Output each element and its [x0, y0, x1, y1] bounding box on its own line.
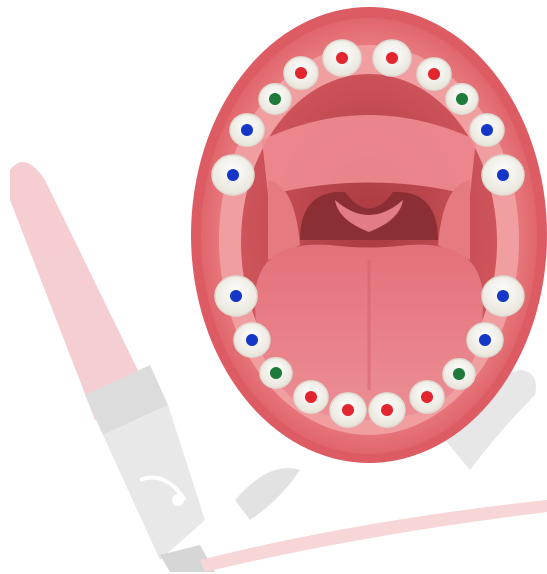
lower-left-second-molar-blue-dot	[230, 290, 242, 302]
upper-left-canine-green-dot	[269, 93, 281, 105]
upper-right-second-molar-blue-dot	[497, 169, 509, 181]
upper-right-central-incisor-red-dot	[386, 52, 398, 64]
upper-left-lateral-incisor-red-dot	[295, 67, 307, 79]
open-mouth-illustration-icon	[191, 7, 547, 463]
lower-right-canine-green-dot	[453, 368, 465, 380]
upper-left-central-incisor-red-dot	[336, 52, 348, 64]
lower-right-central-incisor-red-dot	[381, 404, 393, 416]
upper-right-lateral-incisor-red-dot	[428, 68, 440, 80]
upper-left-second-molar-blue-dot	[227, 169, 239, 181]
lower-left-canine-green-dot	[270, 367, 282, 379]
lower-right-second-molar-blue-dot	[497, 290, 509, 302]
upper-right-canine-green-dot	[456, 93, 468, 105]
lower-left-central-incisor-red-dot	[342, 404, 354, 416]
lower-right-first-molar-blue-dot	[479, 334, 491, 346]
upper-left-first-molar-blue-dot	[241, 124, 253, 136]
upper-right-first-molar-blue-dot	[481, 124, 493, 136]
lower-right-lateral-incisor-red-dot	[421, 391, 433, 403]
lower-left-first-molar-blue-dot	[246, 334, 258, 346]
lower-left-lateral-incisor-red-dot	[305, 391, 317, 403]
